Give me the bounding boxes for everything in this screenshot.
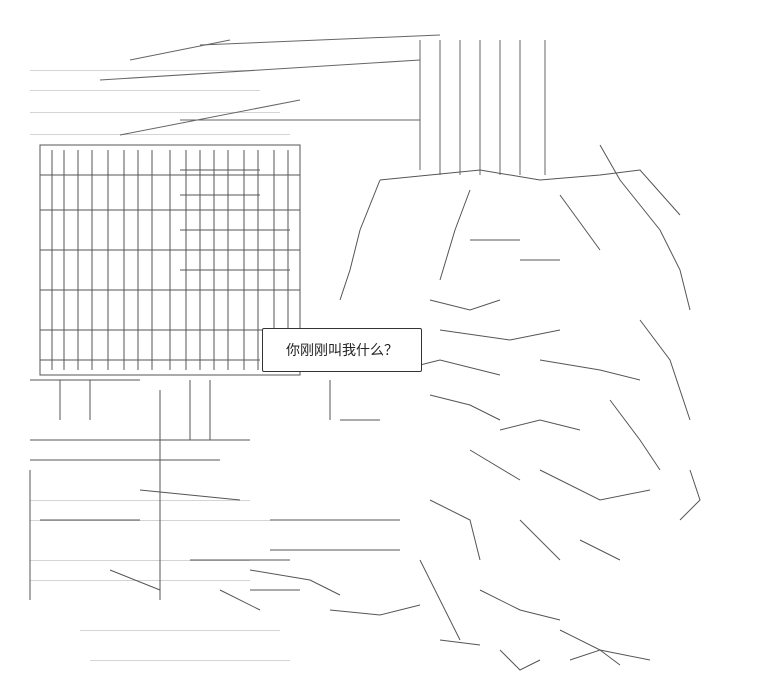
character-figure [249,144,701,671]
dot-texture-left [30,70,290,661]
bookshelf [39,144,301,376]
speech-bubble: 你刚刚叫我什么？ [262,328,422,372]
speech-bubble-text: 你刚刚叫我什么？ [286,343,398,359]
room-lines [99,34,546,175]
desk [29,379,400,611]
